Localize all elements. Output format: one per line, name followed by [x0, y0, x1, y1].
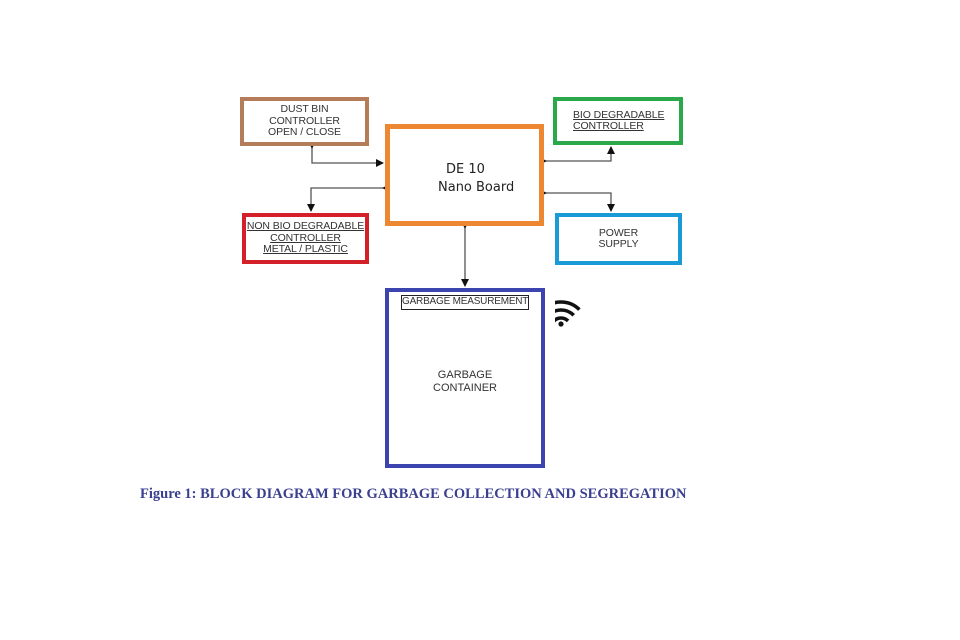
non-bio-degradable-controller-block: NON BIO DEGRADABLE CONTROLLER METAL / PL… [242, 213, 369, 264]
nonbio-label-2: CONTROLLER [270, 231, 341, 244]
garbage-measurement-label: GARBAGE MEASUREMENT [401, 295, 529, 310]
power-supply-block: POWER SUPPLY [555, 213, 682, 265]
container-label-2: CONTAINER [433, 382, 497, 394]
nano-label-2: Nano Board [438, 180, 515, 195]
arrow-dustbin-nano [308, 141, 384, 167]
nano-label-1: DE 10 [446, 162, 485, 177]
arrow-power-nano [539, 189, 615, 212]
dust-bin-label-1: DUST BIN [280, 103, 329, 116]
bio-degradable-controller-block: BIO DEGRADABLE CONTROLLER [553, 97, 683, 145]
garbage-container-label: GARBAGE CONTAINER [389, 369, 541, 395]
arrow-nonbio-nano [307, 184, 390, 212]
dust-bin-label-3: OPEN / CLOSE [268, 126, 341, 139]
power-label-1: POWER [598, 226, 639, 239]
garbage-container-block: GARBAGE MEASUREMENT GARBAGE CONTAINER [385, 288, 545, 468]
dust-bin-controller-block: DUST BIN CONTROLLER OPEN / CLOSE [240, 97, 369, 146]
bio-label-1: BIO DEGRADABLE [573, 108, 665, 121]
nonbio-label-3: METAL / PLASTIC [263, 243, 348, 256]
figure-caption: Figure 1: BLOCK DIAGRAM FOR GARBAGE COLL… [140, 486, 687, 502]
bio-label-2: CONTROLLER [573, 120, 644, 132]
dust-bin-label-2: CONTROLLER [269, 114, 340, 127]
de10-nano-board-block: DE 10 Nano Board [385, 124, 544, 226]
wifi-signal-icon [555, 300, 581, 327]
container-label-1: GARBAGE [437, 369, 493, 381]
nonbio-label-1: NON BIO DEGRADABLE [246, 220, 365, 233]
power-label-2: SUPPLY [598, 238, 639, 250]
arrow-bio-nano [539, 146, 615, 165]
